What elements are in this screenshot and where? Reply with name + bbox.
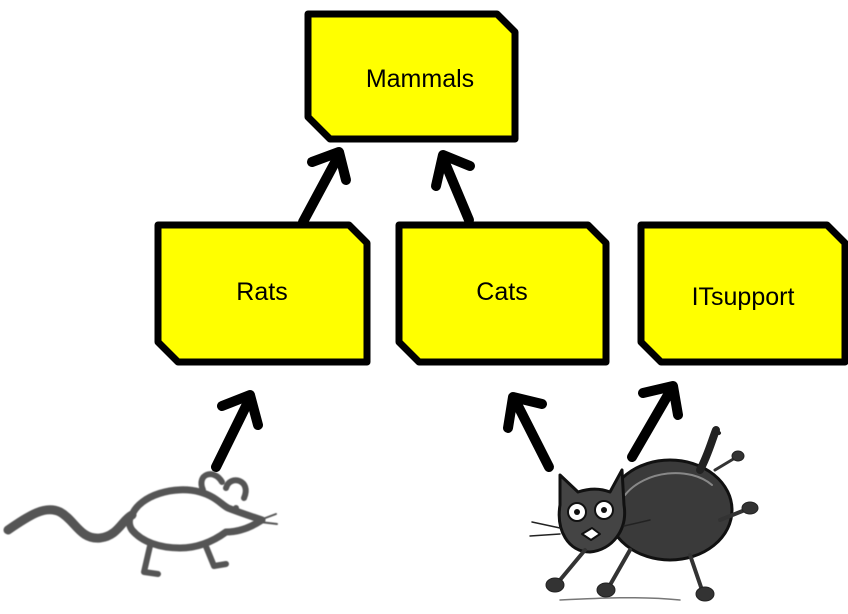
mammals-label: Mammals [366,65,474,93]
arrow-cats-to-mammals [436,155,470,220]
rats-label: Rats [236,278,287,306]
cats-label: Cats [476,278,527,306]
arrow-cat-to-cats [508,397,549,467]
arrow-rats-to-mammals [303,152,346,222]
rat-icon [8,474,277,574]
arrow-cat-to-itsupport [632,386,678,457]
arrow-rat-to-rats [216,395,258,467]
itsupport-label: ITsupport [692,283,795,311]
cat-icon [530,430,758,601]
